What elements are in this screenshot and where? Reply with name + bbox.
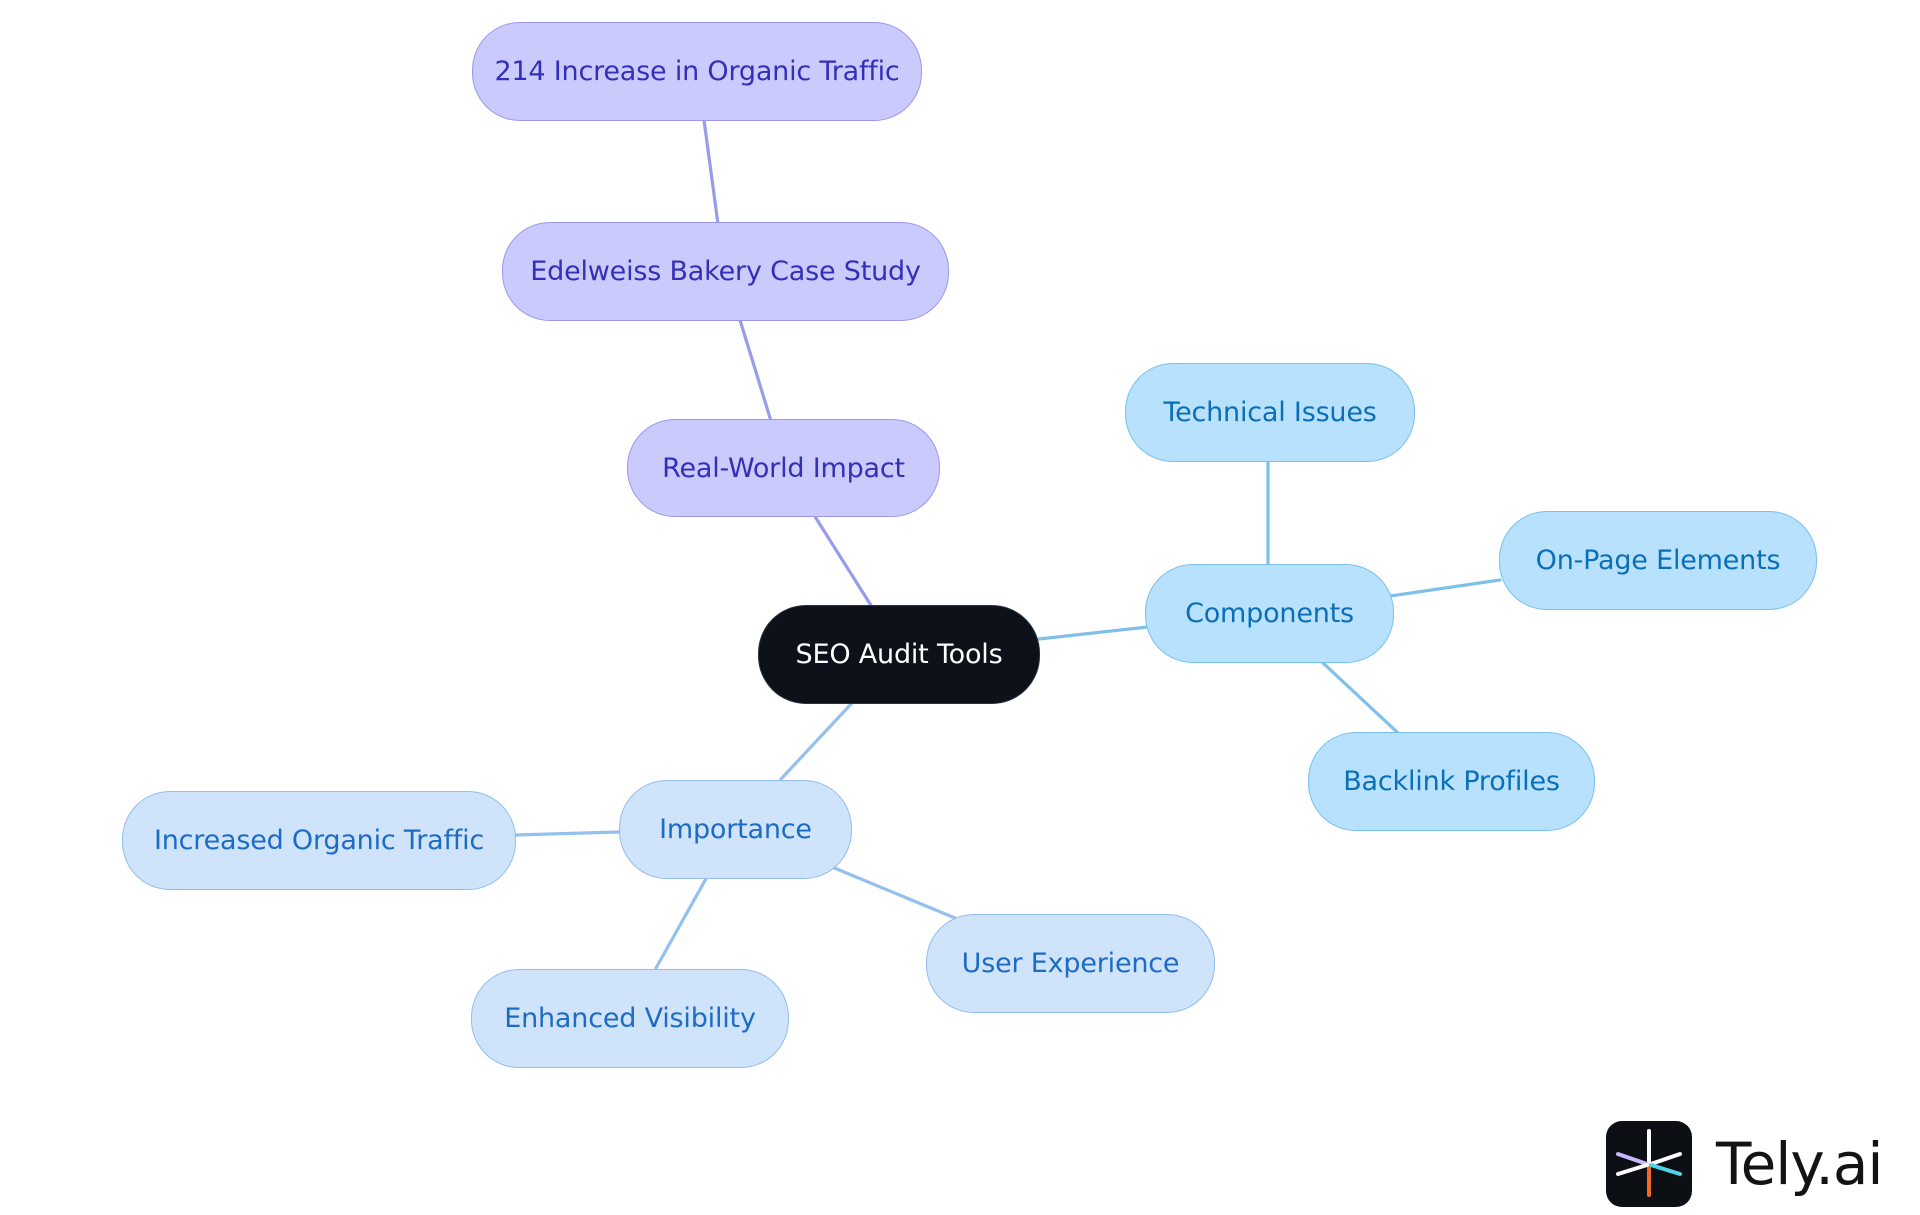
root-node-label: SEO Audit Tools (795, 639, 1003, 670)
node-on-page-elements-label: On-Page Elements (1535, 545, 1781, 576)
edge-root-components (1037, 625, 1149, 641)
node-enhanced-visibility-label: Enhanced Visibility (504, 1003, 756, 1034)
edge-importance-enhanced-visibility (654, 875, 709, 970)
edge-root-importance (779, 701, 854, 781)
root-node[interactable]: SEO Audit Tools (758, 605, 1040, 704)
node-real-world-impact[interactable]: Real-World Impact (627, 419, 940, 517)
tely-asterisk-icon (1606, 1121, 1692, 1207)
node-organic-traffic-increase[interactable]: 214 Increase in Organic Traffic (472, 22, 922, 121)
node-enhanced-visibility[interactable]: Enhanced Visibility (471, 969, 789, 1068)
node-case-study-label: Edelweiss Bakery Case Study (530, 256, 921, 287)
node-technical-issues-label: Technical Issues (1163, 397, 1377, 428)
node-components-label: Components (1185, 598, 1354, 629)
node-on-page-elements[interactable]: On-Page Elements (1499, 511, 1817, 610)
tely-wordmark: Tely.ai (1716, 1130, 1884, 1198)
node-importance-label: Importance (659, 814, 812, 845)
edge-impact-case-study (738, 318, 773, 423)
node-backlink-profiles-label: Backlink Profiles (1343, 766, 1560, 797)
node-components[interactable]: Components (1145, 564, 1394, 663)
node-technical-issues[interactable]: Technical Issues (1125, 363, 1415, 462)
node-user-experience-label: User Experience (961, 948, 1180, 979)
node-user-experience[interactable]: User Experience (926, 914, 1215, 1013)
node-edelweiss-bakery-case-study[interactable]: Edelweiss Bakery Case Study (502, 222, 949, 321)
tely-asterisk-glyph (1616, 1129, 1682, 1197)
node-importance[interactable]: Importance (619, 780, 852, 879)
edge-importance-increased-organic-traffic (513, 830, 621, 837)
tely-logo: Tely.ai (1606, 1119, 1884, 1209)
edge-root-real-world-impact (812, 513, 874, 609)
edge-components-backlink-profiles (1320, 660, 1400, 735)
node-increased-organic-traffic[interactable]: Increased Organic Traffic (122, 791, 516, 890)
edge-components-on-page-elements (1388, 578, 1502, 598)
edge-importance-user-experience (830, 865, 957, 920)
node-increased-organic-traffic-label: Increased Organic Traffic (153, 825, 485, 856)
node-real-world-impact-label: Real-World Impact (662, 452, 905, 484)
node-backlink-profiles[interactable]: Backlink Profiles (1308, 732, 1595, 831)
edge-case-study-result (702, 118, 720, 226)
node-organic-traffic-increase-label: 214 Increase in Organic Traffic (494, 56, 900, 87)
